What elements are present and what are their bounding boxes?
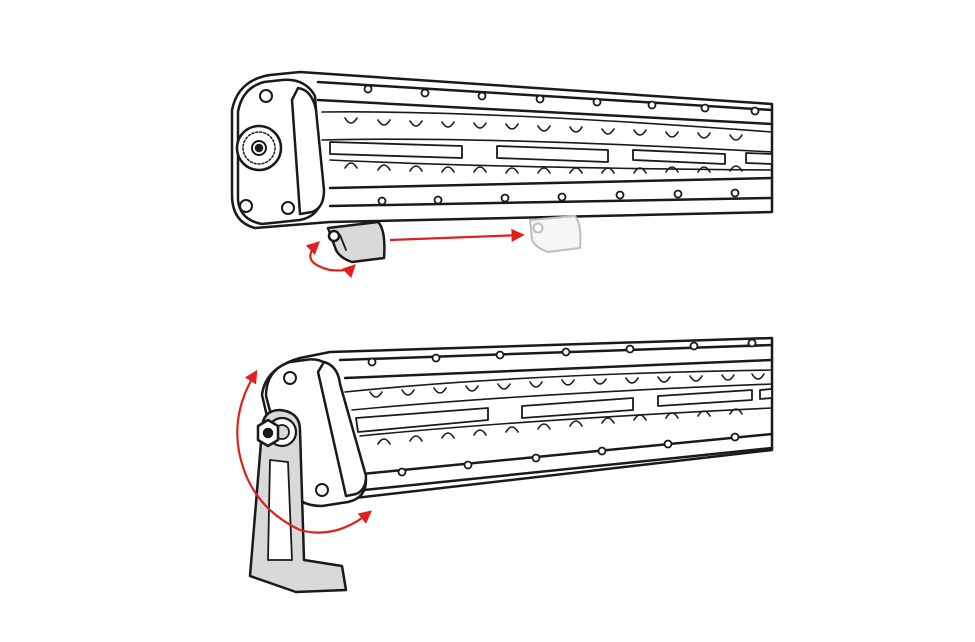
- top-mount-bracket: [326, 220, 386, 264]
- bottom-bar-reflector-strips: [355, 388, 773, 433]
- top-bar-reflector-strips: [329, 141, 773, 165]
- top-bar-lower-optics: [329, 159, 773, 174]
- top-bar-cap-holes: [239, 89, 295, 215]
- top-bar-rivets: [363, 84, 760, 206]
- bottom-bar-bottom-rail: [360, 432, 774, 492]
- top-bar-end-cap-flange: [290, 86, 326, 216]
- top-slide-arrow-icon: [389, 228, 525, 242]
- top-rotate-arrow-icon: [305, 241, 356, 279]
- bottom-bar-upper-optics: [344, 369, 773, 411]
- bottom-bar-lower-optics: [359, 407, 773, 445]
- top-panel-arrows: [305, 228, 525, 279]
- top-bar-bottom-rail: [328, 176, 774, 208]
- bottom-pivot-bolt-icon: [256, 418, 280, 448]
- top-bar-adjustment-knob-icon: [235, 124, 283, 172]
- bottom-panel-arrows: [236, 369, 373, 534]
- top-bar-upper-optics: [321, 111, 773, 153]
- bottom-tilt-arrow-icon: [236, 369, 373, 534]
- top-mount-bracket-ghost: [529, 215, 582, 253]
- bottom-bar-rivets: [367, 338, 757, 477]
- top-bar-top-rail: [316, 80, 774, 126]
- bottom-bar-top-rail: [338, 343, 774, 380]
- bottom-panel-light-bar: [248, 336, 774, 594]
- top-panel-light-bar: [230, 70, 774, 264]
